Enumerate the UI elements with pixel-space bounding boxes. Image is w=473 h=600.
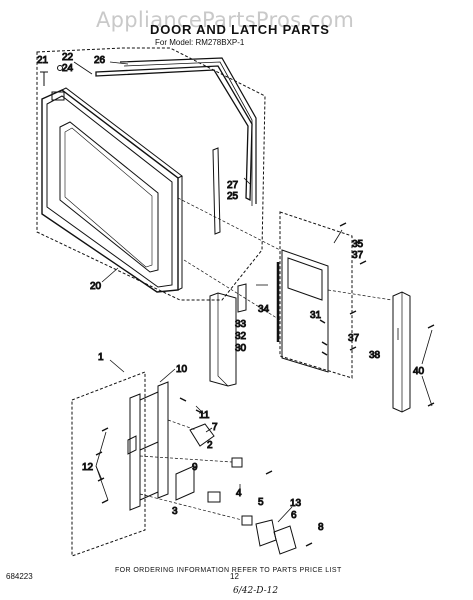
callout-24: 24 (62, 63, 74, 74)
latch-strip (392, 291, 411, 413)
callout-10: 10 (176, 364, 188, 375)
washer-22-icon (57, 65, 63, 71)
leader-lower-1 (139, 455, 233, 463)
interlock-actuator (207, 491, 221, 503)
callout-12: 12 (82, 462, 94, 473)
callout-3: 3 (172, 506, 178, 517)
callout-25: 25 (227, 191, 239, 202)
callout-leaders (73, 61, 433, 523)
interlock-mount-outline (71, 371, 146, 557)
callout-9: 9 (192, 462, 198, 473)
callout-7: 7 (212, 422, 218, 433)
interlock-clip (127, 435, 137, 455)
latch-plate (281, 249, 329, 373)
interlock-bracket-right (157, 381, 169, 499)
callout-27: 27 (227, 180, 239, 191)
callout-13: 13 (290, 498, 302, 509)
door-gasket (95, 65, 253, 202)
callout-38: 38 (369, 350, 381, 361)
screw-21-icon (40, 71, 48, 86)
screw-set-right (319, 222, 435, 407)
callout-26: 26 (94, 55, 106, 66)
callout-1: 1 (98, 352, 104, 363)
callout-35: 35 (352, 239, 364, 250)
ordering-note: FOR ORDERING INFORMATION REFER TO PARTS … (115, 567, 342, 574)
door-side-edge (177, 176, 183, 291)
door-seal-inner (123, 61, 253, 206)
interlock-switch-2 (241, 515, 253, 526)
page-number: 12 (230, 572, 239, 581)
door-seal-outer (119, 57, 257, 204)
callout-37-top: 37 (352, 250, 364, 261)
door-front (46, 95, 173, 288)
latch-bracket (209, 292, 237, 387)
watermark: AppliancePartsPros.com (96, 8, 355, 32)
choke-strip (212, 147, 221, 235)
callout-22: 22 (62, 52, 74, 63)
door-window-inner (64, 127, 153, 268)
callout-31: 31 (310, 310, 322, 321)
callout-34: 34 (258, 304, 270, 315)
callout-2: 2 (207, 440, 213, 451)
callout-32: 32 (235, 331, 247, 342)
callout-40: 40 (413, 366, 425, 377)
document-code: 684223 (6, 572, 33, 581)
callout-33: 33 (235, 319, 247, 330)
interlock-lever (189, 423, 215, 447)
leader-lower-2 (139, 493, 243, 521)
model-label: For Model: RM278BXP-1 (155, 38, 245, 47)
latch-hook (237, 283, 247, 313)
handwritten-note: 6/42-D-12 (233, 586, 279, 596)
leader-door-latch (177, 197, 281, 251)
interlock-switch-6 (273, 525, 297, 555)
door-group-outline (36, 47, 266, 301)
interlock-switch-housing (175, 465, 195, 501)
callout-21: 21 (37, 55, 49, 66)
callout-20: 20 (90, 281, 102, 292)
callout-4: 4 (236, 488, 242, 499)
callout-30: 30 (235, 343, 247, 354)
door-hinge-block (51, 91, 65, 101)
callout-5: 5 (258, 497, 264, 508)
latch-plate-window (287, 257, 323, 301)
interlock-switch-1 (231, 457, 243, 468)
door-window (59, 121, 159, 273)
callout-37-mid: 37 (348, 333, 360, 344)
door-top-edge (61, 87, 183, 179)
interlock-switch-13 (255, 519, 277, 547)
leader-lower-3 (167, 419, 197, 431)
leader-strip (327, 289, 393, 301)
callout-6: 6 (291, 510, 297, 521)
interlock-bracket-ribs (139, 391, 159, 501)
diagram-title: DOOR AND LATCH PARTS (150, 22, 330, 37)
latch-bracket-edge (217, 293, 229, 387)
interlock-bracket-left (129, 393, 141, 511)
callout-8: 8 (318, 522, 324, 533)
latch-plate-outline (279, 211, 353, 379)
callout-11: 11 (199, 410, 210, 421)
leader-door-latch-2 (183, 259, 281, 321)
